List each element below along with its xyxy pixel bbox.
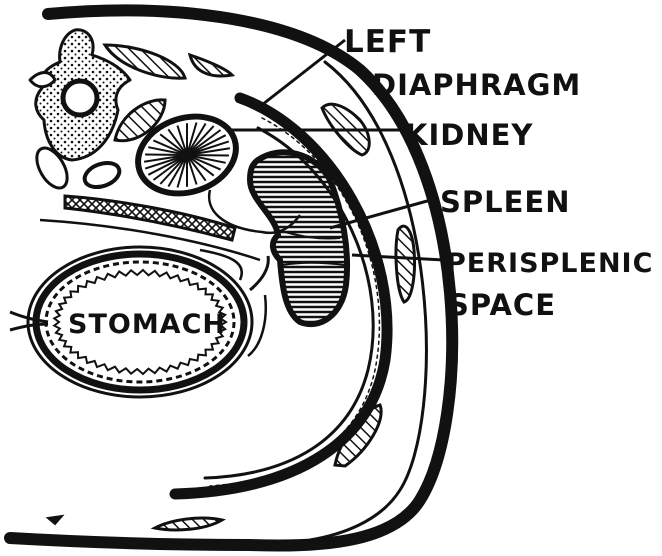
leader-spleen (330, 198, 438, 228)
label-diaphragm: DIAPHRAGM (372, 68, 581, 102)
label-stomach: STOMACH (68, 309, 226, 340)
leader-left-diaphragm (258, 40, 345, 108)
kidney-hilum (182, 150, 192, 160)
label-spleen: SPLEEN (440, 185, 571, 219)
label-space: SPACE (448, 288, 556, 322)
label-perisplenic: PERISPLENIC (446, 248, 653, 279)
label-left: LEFT (344, 24, 431, 60)
label-kidney: KIDNEY (405, 118, 533, 152)
